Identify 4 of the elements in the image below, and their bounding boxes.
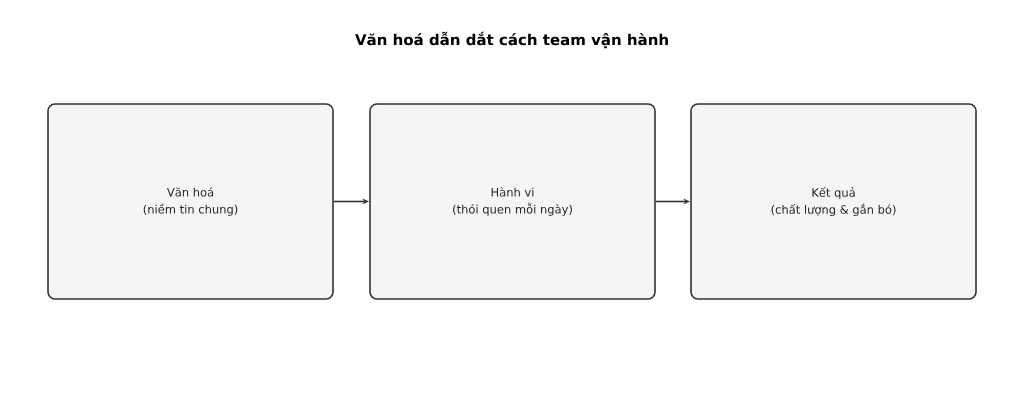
process-box: Văn hoá (niềm tin chung) — [47, 103, 334, 300]
title: Văn hoá dẫn dắt cách team vận hành — [355, 31, 668, 49]
process-box: Kết quả (chất lượng & gắn bó) — [690, 103, 977, 300]
process-box: Hành vi (thói quen mỗi ngày) — [369, 103, 656, 300]
